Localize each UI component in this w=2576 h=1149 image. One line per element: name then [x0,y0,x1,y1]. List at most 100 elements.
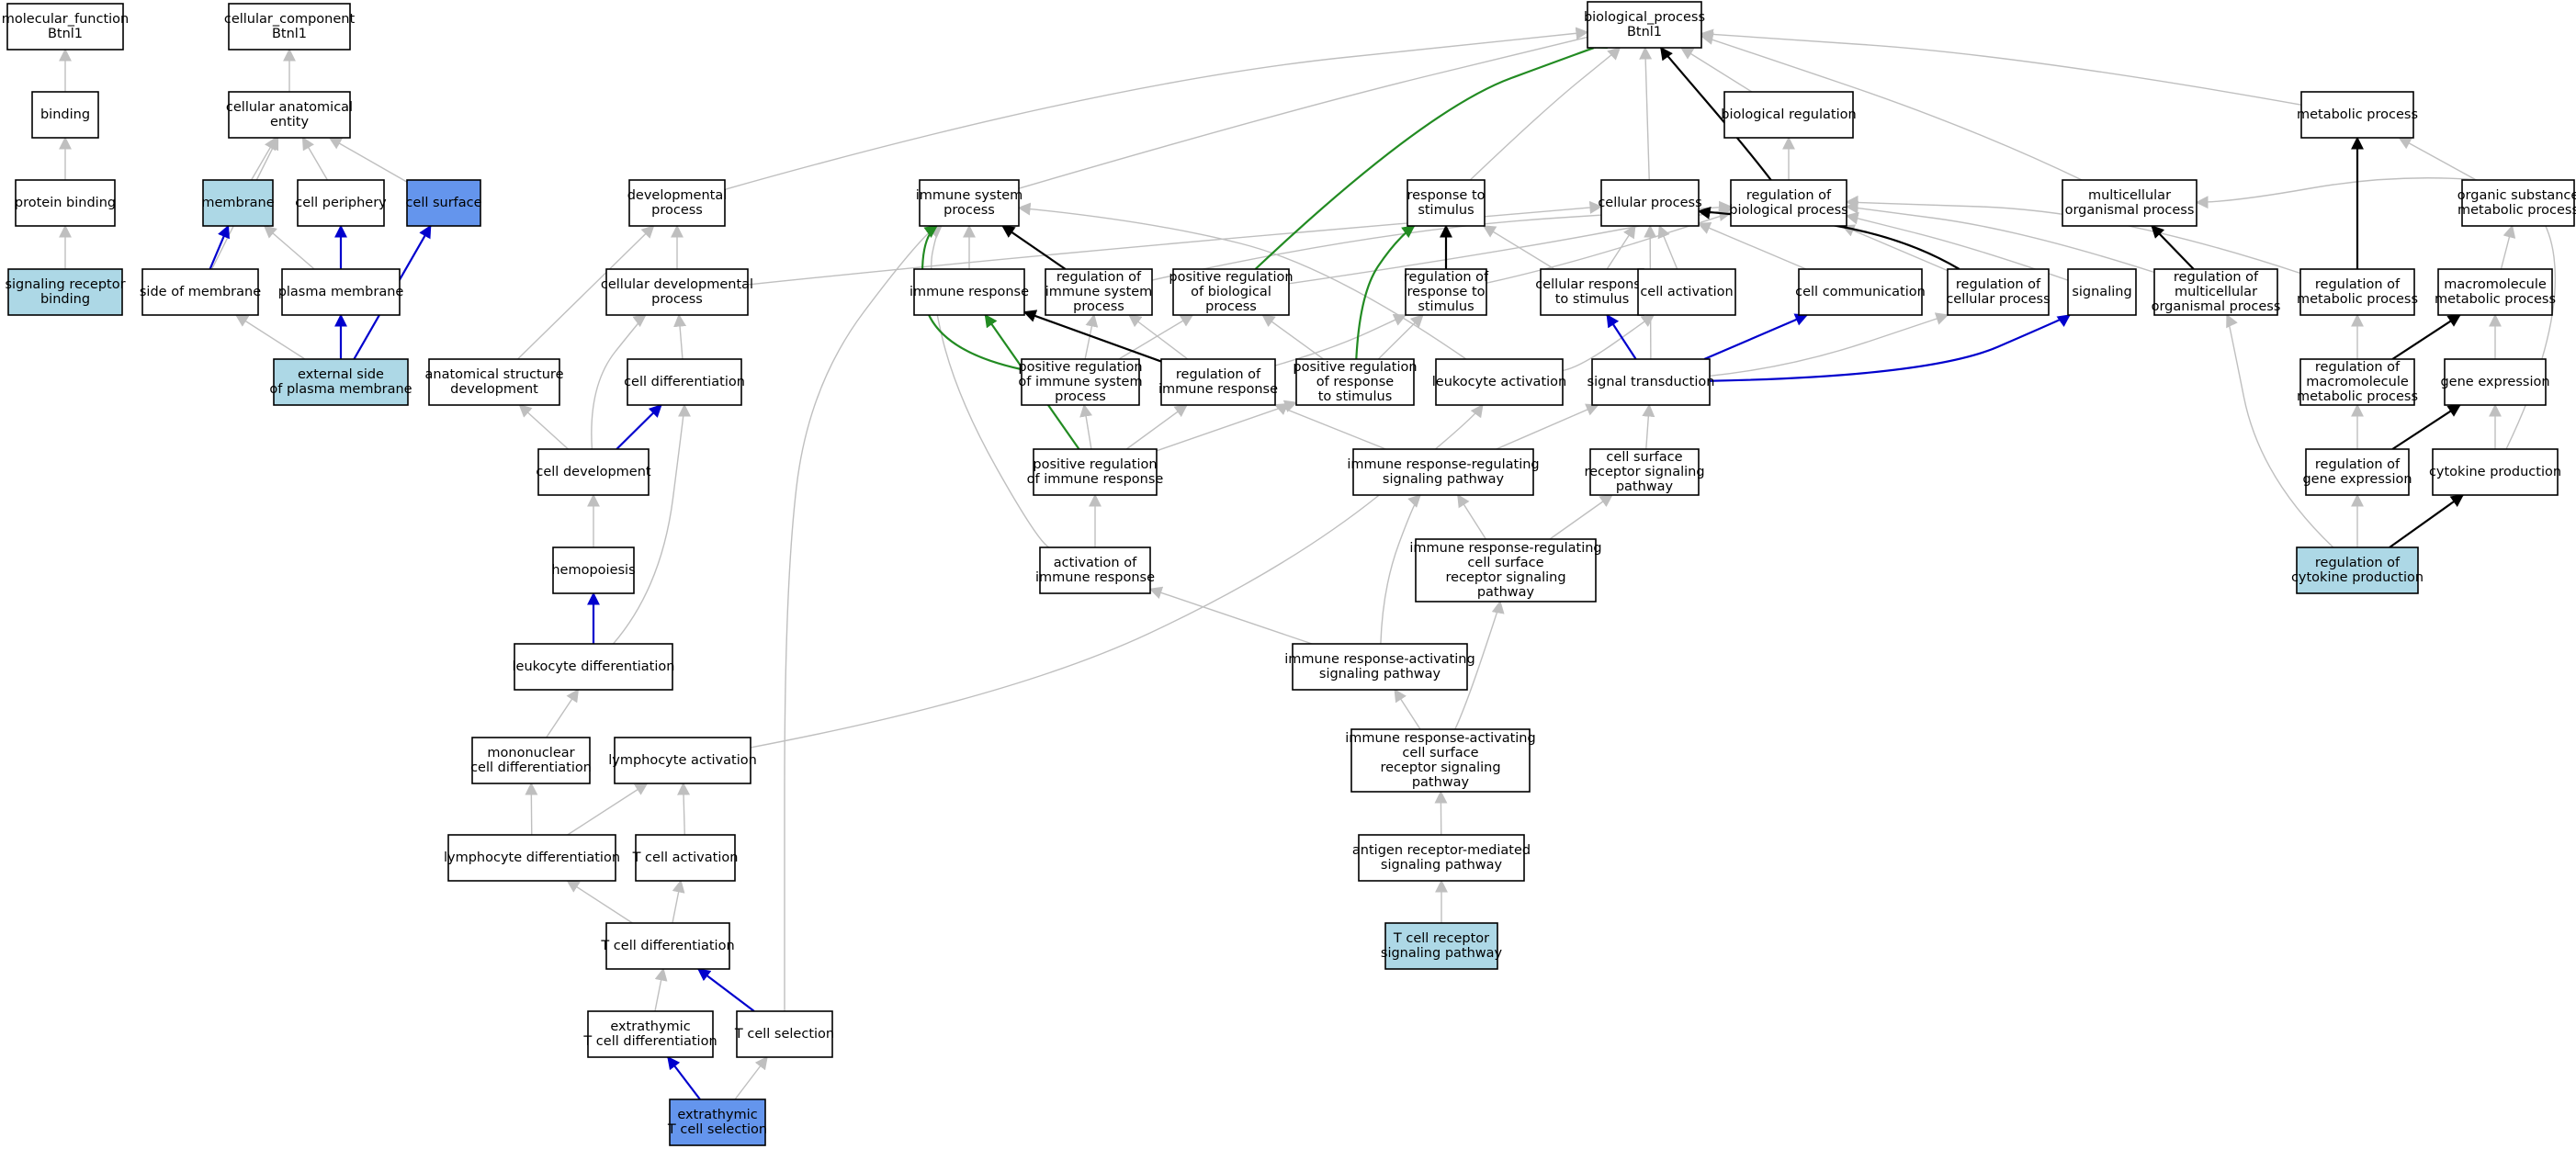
node-label-line: regulation of [2315,277,2401,292]
node-label-line: protein binding [15,196,116,210]
node-label-line: positive regulation [1293,360,1417,375]
go-term-node-immune-resp[interactable]: immune response [910,268,1029,316]
go-term-node-side-membrane[interactable]: side of membrane [140,268,261,316]
edge-ira_cs-to-ira_sp [1394,688,1421,730]
node-label-line: external side [298,367,384,382]
edge-lymph_diff-to-lymph_act [567,783,649,836]
go-term-node-plasma-membrane[interactable]: plasma membrane [278,268,404,316]
node-label-line: gene expression [2440,375,2549,389]
node-box [614,737,751,784]
go-term-node-metabolic[interactable]: metabolic process [2297,91,2418,139]
go-term-node-leuk-diff[interactable]: leukocyte differentiation [513,643,675,691]
edge-pos_reg_immune_sys-to-reg_immune_sys [1084,313,1099,360]
go-term-node-tcell-diff[interactable]: T cell differentiation [600,922,735,970]
go-term-node-cellular-process[interactable]: cellular process [1598,179,1702,227]
edge-pos_reg_resp_stim-to-resp_stim [1355,225,1416,360]
node-box [1021,358,1140,406]
node-label-line: molecular_function [2,12,129,27]
node-box [1798,268,1923,316]
go-term-node-protein-binding[interactable]: protein binding [15,179,116,227]
go-term-node-hemopoiesis[interactable]: hemopoiesis [551,546,636,594]
go-term-node-cell-activation[interactable]: cell activation [1637,268,1736,316]
edge-ext_side-to-side_membrane [234,314,306,360]
node-label-line: immune response-activating [1284,652,1474,667]
go-term-node-membrane[interactable]: membrane [201,179,275,227]
node-label-line: organismal process [2065,203,2195,218]
node-label-line: signaling pathway [1381,946,1503,961]
edge-ira_sp-to-act_immune_resp [1148,586,1313,645]
node-label-line: T cell activation [632,850,739,865]
node-label-line: stimulus [1418,299,1474,314]
edge-pos_reg_resp_stim-to-reg_resp_stim [1377,314,1424,360]
go-term-node-gene-expr[interactable]: gene expression [2440,358,2550,406]
go-term-node-binding[interactable]: binding [31,91,99,139]
go-term-node-lymph-diff[interactable]: lymphocyte differentiation [444,834,620,882]
node-box [1292,643,1468,691]
node-box [2437,268,2553,316]
go-term-node-leuk-act[interactable]: leukocyte activation [1432,358,1566,406]
node-label-line: regulation of [2315,360,2401,375]
node-label-line: Btnl1 [48,27,83,41]
edge-irr_sp-to-reg_immune_resp [1273,402,1386,450]
go-term-node-lymph-act[interactable]: lymphocyte activation [608,737,757,784]
go-term-node-signaling[interactable]: signaling [2067,268,2137,316]
go-term-node-cytokine-prod[interactable]: cytokine production [2429,448,2561,496]
go-term-node-bio-reg[interactable]: biological regulation [1721,91,1857,139]
node-label-line: regulation of [1176,367,1261,382]
go-term-node-tcell-sel[interactable]: T cell selection [734,1010,834,1058]
node-label-line: cytokine production [2429,465,2561,479]
go-term-node-signal-trans[interactable]: signal transduction [1587,358,1715,406]
edge-tcell_act-to-lymph_act [677,782,691,836]
go-term-node-cell-diff[interactable]: cell differentiation [624,358,745,406]
go-term-node-cell-comm[interactable]: cell communication [1795,268,1926,316]
node-label-line: development [450,382,538,397]
go-term-node-cell-periphery[interactable]: cell periphery [295,179,387,227]
go-term-node-cell-surface[interactable]: cell surface [405,179,482,227]
node-label-line: cell activation [1640,285,1733,299]
go-term-node-cell-dev[interactable]: cell development [536,448,651,496]
node-label-line: organismal process [2152,299,2281,314]
node-box [669,1098,766,1146]
go-term-node-tcell-act[interactable]: T cell activation [632,834,739,882]
